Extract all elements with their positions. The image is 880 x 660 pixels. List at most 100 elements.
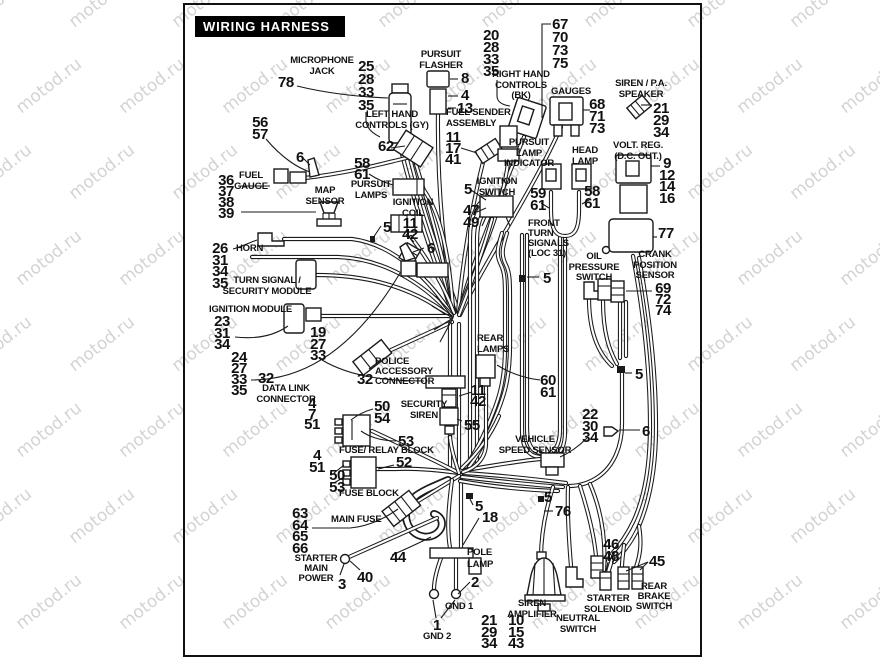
callout-23-31-34: 23 31 34 [214,313,230,353]
callout-8: 8 [461,70,469,87]
callout-69-72-74: 69 72 74 [655,280,671,319]
callout-2: 2 [471,574,479,591]
pursuit-lamp-indicator-symbol [497,125,520,162]
callout-21-29-34-gnd: 21 29 34 [481,612,497,652]
rear-brake-switch-connectors [617,566,644,590]
label-pursuit-lamp-indicator: PURSUIT LAMP INDICATOR [503,137,555,169]
arrow-pin-6-coil [399,242,417,262]
fuse-block-symbol [342,456,377,489]
callout-45: 45 [649,553,665,570]
label-ignition-module: IGNITION MODULE [209,304,293,315]
label-left-hand-controls: LEFT HAND CONTROLS (GY) [355,109,429,131]
label-security-siren: SECURITY SIREN [400,399,448,421]
callout-52: 52 [396,454,412,471]
callout-58-61-pursuit: 58 61 [354,155,370,183]
junction-markers [307,157,625,502]
ignition-switch-symbol [479,190,514,227]
label-police-accessory-connector: POLICE ACCESSORY CONNECTOR [375,356,435,387]
ground-terminals [428,588,462,600]
pursuit-flasher-symbol [426,70,450,115]
callout-25-28-33-35: 25 28 33 35 [358,58,374,114]
siren-amplifier-symbol [524,551,566,612]
horn-symbol [257,232,285,247]
callout-22-30-34: 22 30 34 [582,406,598,446]
diagram-frame [183,3,702,657]
label-gnd-1: GND 1 [445,601,474,612]
label-fuel-gauge: FUEL GAUGE [234,170,268,192]
callout-78: 78 [278,74,294,91]
callout-5-right: 5 [635,366,643,383]
label-main-fuse: MAIN FUSE [331,514,382,525]
label-volt-reg: VOLT. REG. (D.C. OUT.) [612,140,664,162]
siren-pa-speaker-connector [625,94,653,120]
volt-reg-connector [615,154,652,214]
callout-4-51: 4 51 [309,447,325,476]
data-link-connector-symbol [400,260,449,278]
callout-63-64-65-66: 63 64 65 66 [292,505,308,557]
fuel-gauge-connectors [273,168,307,184]
callout-77: 77 [658,225,674,242]
component-symbols [257,70,654,612]
map-sensor-symbol [316,201,342,227]
callout-32-police: 32 [357,371,373,388]
callout-50-53: 50 53 [329,467,345,496]
label-siren-amplifier: SIREN AMPLIFIER [507,598,557,620]
ignition-coil-symbol [390,214,423,233]
label-turn-signal-security-module: TURN SIGNAL / SECURITY MODULE [222,275,312,297]
pursuit-lamps-symbol [392,178,425,196]
label-data-link-connector: DATA LINK CONNECTOR [256,383,316,405]
vehicle-speed-sensor-symbol [540,452,565,476]
label-ignition-switch: IGNITION SWITCH [476,176,518,198]
callout-9-12-14-16: 9 12 14 16 [659,155,675,207]
harness-wires [249,110,659,592]
callout-50-54: 50 54 [374,398,390,427]
security-siren-symbol [439,388,459,435]
callout-4-flasher: 4 [461,87,469,104]
callout-56-57: 56 57 [252,114,268,143]
callout-1: 1 [433,617,441,634]
callout-53-relay: 53 [398,433,414,450]
oil-pressure-switch-symbol [583,278,612,301]
callout-3: 3 [338,576,346,593]
callout-6-coil: 6 [427,240,435,257]
callout-11-42-rear: 11 42 [470,382,486,410]
label-front-turn-signals: FRONT TURN SIGNALS (LOC 31) [528,218,569,259]
callout-6-fuel: 6 [296,149,304,166]
label-siren-pa-speaker: SIREN / P.A. SPEAKER [615,78,667,100]
callout-68-71-73: 68 71 73 [589,96,605,137]
arrow-pin-6-right [603,426,620,437]
label-oil-pressure-switch: OIL PRESSURE SWITCH [568,251,620,283]
label-pole-lamp: POLE LAMP [467,547,494,570]
callout-5-siren: 5 [544,489,552,506]
harness-bar-connector [425,375,466,389]
label-gnd-2: GND 2 [423,631,452,642]
callout-10-15-43: 10 15 43 [508,612,524,652]
callout-46-48: 46 48 [603,536,619,565]
turn-signal-security-module-symbol [295,259,317,290]
component-77-box [601,218,654,255]
gauges-connector [549,96,584,137]
fuse-relay-block-symbol [334,414,371,447]
callout-40: 40 [357,569,373,586]
label-fuel-sender-assembly: FUEL SENDER ASSEMBLY [446,107,511,129]
callout-55: 55 [464,417,480,434]
callout-5-ignition: 5 [464,181,472,198]
label-head-lamp: HEAD LAMP [571,145,599,167]
callout-58-61-headlamp: 58 61 [584,183,600,212]
callout-26-31-34-35: 26 31 34 35 [212,240,228,292]
label-pursuit-flasher: PURSUIT FLASHER [419,49,463,71]
callout-62: 62 [378,138,394,155]
label-neutral-switch: NEUTRAL SWITCH [556,613,600,635]
label-map-sensor: MAP SENSOR [305,185,345,207]
label-microphone-jack: MICROPHONE JACK [290,55,354,77]
callout-19-27-33: 19 27 33 [310,324,326,364]
callout-24-27-33-35: 24 27 33 35 [231,349,247,399]
police-accessory-connector-symbol [351,338,393,377]
callout-76: 76 [555,503,571,520]
callout-60-61: 60 61 [540,372,556,401]
callout-11-17-41: 11 17 41 [445,129,461,168]
pole-lamp-symbol [429,547,482,575]
